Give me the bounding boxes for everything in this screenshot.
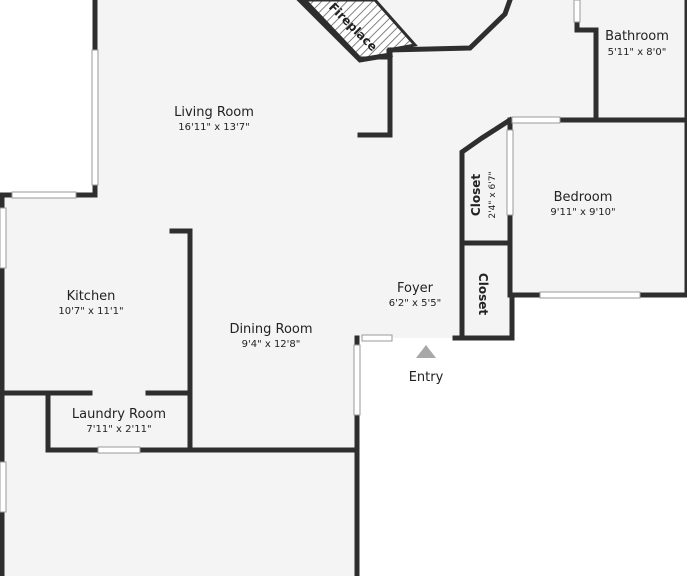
entry-label: Entry	[409, 370, 444, 385]
room-foyer: Foyer 6'2" x 5'5"	[389, 281, 441, 309]
room-laundry: Laundry Room 7'11" x 2'11"	[72, 407, 166, 435]
room-kitchen-name: Kitchen	[67, 289, 116, 304]
room-closet-upper-name: Closet	[469, 174, 483, 216]
room-dining: Dining Room 9'4" x 12'8"	[229, 322, 312, 350]
room-living-name: Living Room	[174, 105, 254, 120]
room-living-dims: 16'11" x 13'7"	[178, 122, 250, 133]
windows	[0, 0, 641, 513]
room-foyer-dims: 6'2" x 5'5"	[389, 298, 441, 309]
room-bedroom-dims: 9'11" x 9'10"	[550, 207, 615, 218]
room-bedroom-name: Bedroom	[554, 190, 613, 205]
room-bathroom-dims: 5'11" x 8'0"	[608, 47, 667, 58]
room-foyer-name: Foyer	[397, 281, 434, 296]
room-closet-lower-name: Closet	[476, 273, 490, 315]
entry-arrow-icon	[416, 345, 436, 358]
room-living: Living Room 16'11" x 13'7"	[174, 105, 254, 133]
room-closet-lower: Closet	[476, 273, 490, 315]
room-kitchen-dims: 10'7" x 11'1"	[58, 306, 123, 317]
room-laundry-name: Laundry Room	[72, 407, 166, 422]
room-bathroom: Bathroom 5'11" x 8'0"	[605, 29, 669, 58]
room-laundry-dims: 7'11" x 2'11"	[86, 424, 151, 435]
room-bathroom-name: Bathroom	[605, 29, 669, 44]
room-closet-upper: Closet 2'4" x 6'7"	[469, 171, 498, 218]
room-kitchen: Kitchen 10'7" x 11'1"	[58, 289, 123, 317]
room-bedroom: Bedroom 9'11" x 9'10"	[550, 190, 615, 218]
room-dining-name: Dining Room	[229, 322, 312, 337]
room-closet-upper-dims: 2'4" x 6'7"	[488, 171, 498, 218]
room-dining-dims: 9'4" x 12'8"	[242, 339, 301, 350]
